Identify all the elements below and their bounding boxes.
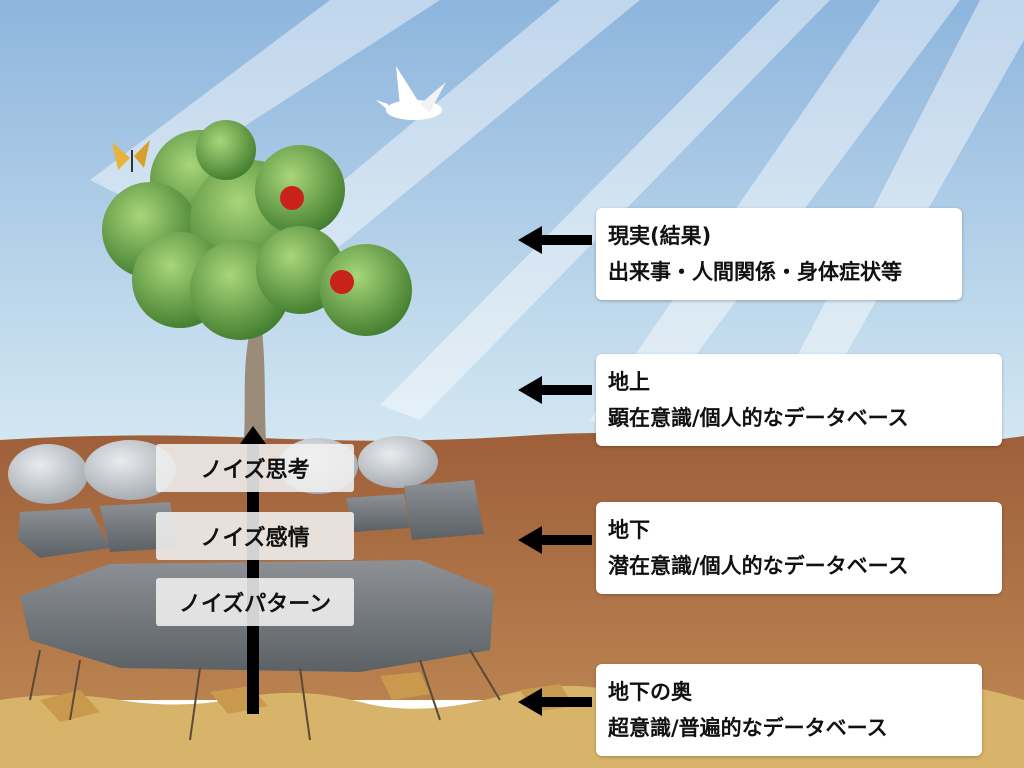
left-arrow-reality: [518, 226, 592, 254]
deep-description: 超意識/普遍的なデータベース: [608, 716, 888, 740]
underground-description: 潜在意識/個人的なデータベース: [608, 554, 909, 578]
deep-title: 地下の奥: [608, 680, 692, 704]
ground-title: 地上: [608, 370, 650, 394]
left-arrow-underground: [518, 526, 592, 554]
ground-description: 顕在意識/個人的なデータベース: [608, 406, 909, 430]
left-arrow-ground: [518, 376, 592, 404]
tree-trunk: [244, 330, 266, 440]
butterfly-icon: [112, 140, 150, 172]
apple-icon: [280, 186, 304, 210]
left-arrow-deep: [518, 688, 592, 716]
reality-title: 現実(結果): [608, 224, 712, 248]
underground-label-box: 地下 潜在意識/個人的なデータベース: [596, 502, 1002, 594]
roots: [29, 649, 501, 741]
deep-label-box: 地下の奥 超意識/普遍的なデータベース: [596, 664, 982, 756]
apple-icon: [330, 270, 354, 294]
dove-icon: [376, 66, 446, 120]
underground-title: 地下: [608, 518, 650, 542]
reality-description: 出来事・人間関係・身体症状等: [608, 260, 902, 284]
noise-thought-box: ノイズ思考: [156, 444, 354, 492]
ground-label-box: 地上 顕在意識/個人的なデータベース: [596, 354, 1002, 446]
noise-emotion-box: ノイズ感情: [156, 512, 354, 560]
noise-pattern-box: ノイズパターン: [156, 578, 354, 626]
reality-label-box: 現実(結果) 出来事・人間関係・身体症状等: [596, 208, 962, 300]
